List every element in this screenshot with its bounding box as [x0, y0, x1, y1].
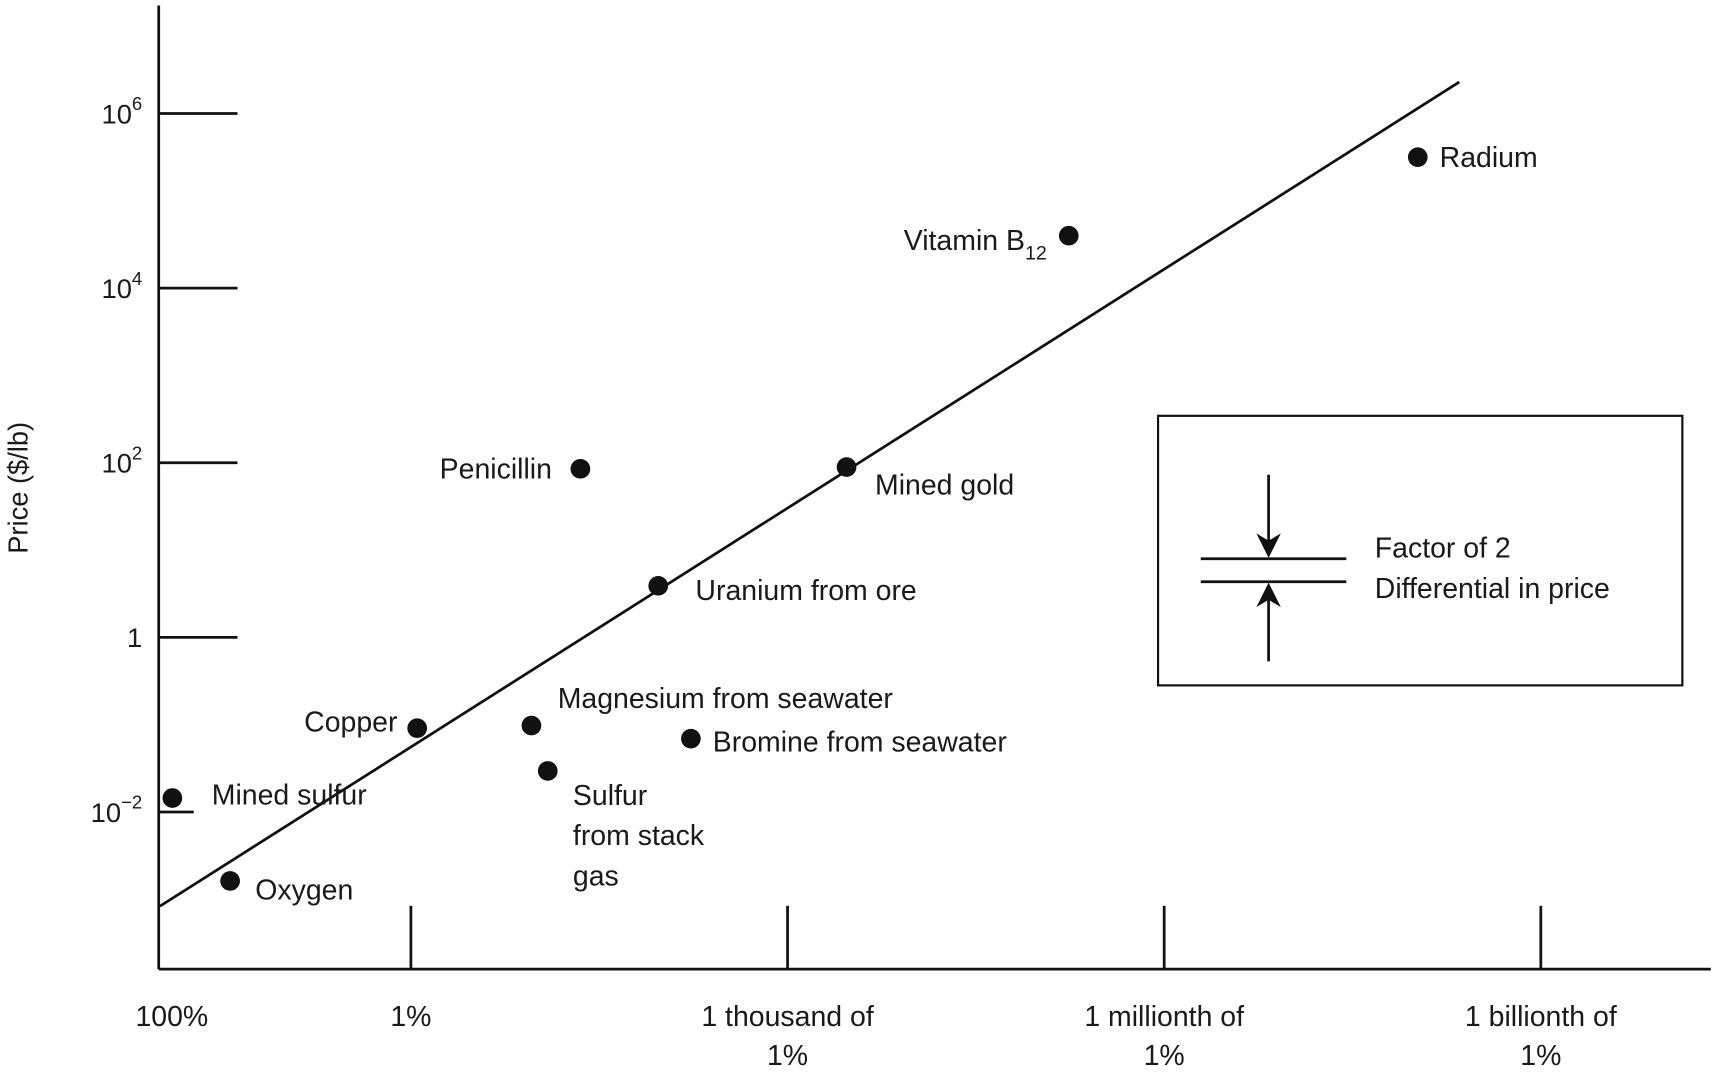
point-label: Vitamin B12	[904, 225, 1047, 265]
point-label: Sulfur	[573, 780, 647, 812]
data-point	[220, 871, 240, 891]
data-point	[1407, 147, 1428, 167]
data-point	[1058, 225, 1079, 246]
x-tick-label: 1 millionth of	[1084, 1001, 1244, 1033]
x-tick-label-line2: 1%	[1144, 1040, 1185, 1072]
data-point	[407, 718, 428, 738]
data-point	[162, 788, 183, 808]
legend-line-1: Factor of 2	[1375, 533, 1511, 565]
data-point	[537, 761, 558, 781]
legend-box: Factor of 2 Differential in price	[1156, 414, 1684, 687]
point-label: Uranium from ore	[695, 575, 916, 607]
y-tick-label: 1	[127, 622, 142, 653]
point-label: Radium	[1440, 142, 1538, 174]
data-point	[521, 715, 542, 736]
x-tick-label: 100%	[135, 1001, 208, 1033]
x-tick-label: 1%	[390, 1001, 431, 1033]
y-tick-label: 104	[102, 268, 143, 304]
axes	[157, 5, 1711, 971]
data-point	[648, 576, 669, 596]
point-label: Mined sulfur	[212, 780, 367, 812]
y-axis-label: Price ($/lb)	[2, 422, 33, 554]
y-tick-label: 10−2	[91, 792, 143, 828]
trend-line	[159, 80, 1460, 908]
point-label: Copper	[304, 706, 397, 738]
point-label-line2: from stack	[573, 820, 705, 852]
data-point	[836, 457, 857, 477]
y-tick-label: 102	[102, 442, 143, 478]
point-label: Penicillin	[440, 454, 552, 486]
data-point	[570, 459, 591, 479]
point-label: Mined gold	[875, 469, 1014, 501]
x-tick-label: 1 billionth of	[1465, 1001, 1617, 1033]
x-tick-label-line2: 1%	[767, 1040, 808, 1072]
point-label: Magnesium from seawater	[558, 683, 893, 715]
factor-of-2-icon	[1200, 474, 1347, 662]
legend-line-2: Differential in price	[1375, 573, 1610, 605]
y-tick-label: 106	[102, 93, 143, 129]
point-label-line3: gas	[573, 861, 619, 893]
point-label: Bromine from seawater	[713, 727, 1007, 759]
point-label: Oxygen	[255, 875, 353, 907]
data-point	[681, 728, 701, 749]
x-tick-label-line2: 1%	[1520, 1040, 1561, 1072]
x-tick-label: 1 thousand of	[701, 1001, 874, 1033]
